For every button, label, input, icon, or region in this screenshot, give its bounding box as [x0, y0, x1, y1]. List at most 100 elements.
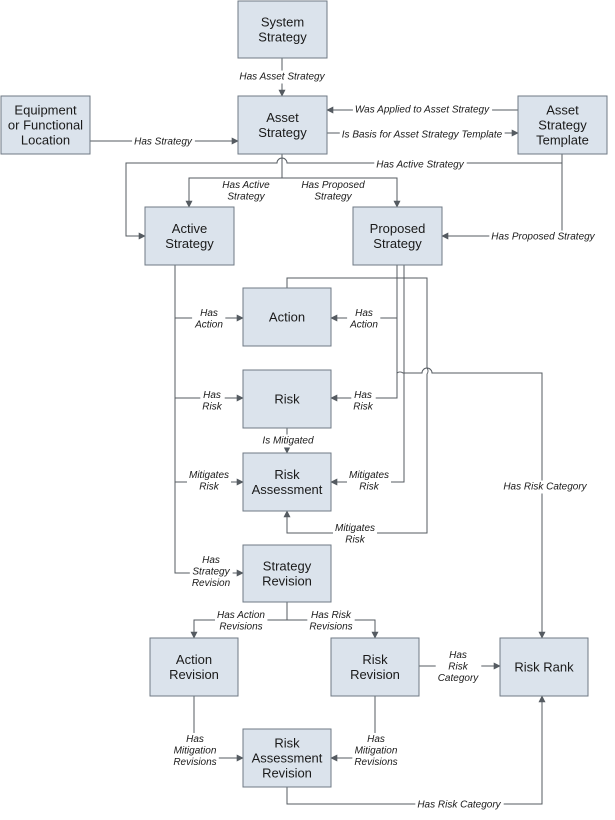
node-label: Risk [274, 736, 300, 751]
edge-has-active-strategy [185, 154, 283, 208]
node-label: Strategy [258, 30, 307, 45]
node-label: Risk [362, 652, 388, 667]
edge-label: Strategy [192, 567, 230, 578]
edge-label: Risk [345, 534, 365, 545]
node-box [242, 287, 332, 347]
edge-label: Revisions [219, 621, 262, 632]
edge-label-background [132, 135, 195, 149]
edge-label-has-asset-strategy: Has Asset Strategy [237, 70, 328, 84]
edge-label-background [352, 103, 493, 117]
edge-mitigates-risk-right [330, 265, 405, 486]
edge-label: Was Applied to Asset Strategy [355, 105, 490, 116]
edge-label: Revisions [354, 757, 397, 768]
edge-label: Mitigation [174, 746, 217, 757]
edge-label: Strategy [227, 191, 265, 202]
edge-label: Action [349, 319, 378, 330]
edge-label-has-active-strategy-top: Has Active Strategy [374, 158, 467, 172]
edge-label: Has [449, 650, 467, 661]
node-label: Assessment [252, 751, 323, 766]
node-box [499, 637, 589, 697]
edge-line [396, 367, 546, 639]
node-label: Risk [274, 467, 300, 482]
node-label: Strategy [538, 118, 587, 133]
node-box [242, 452, 332, 512]
edge-line [283, 277, 429, 534]
edge-label: Has Action [217, 610, 265, 621]
node-action[interactable]: Action [242, 287, 332, 347]
edge-label-background [192, 306, 226, 332]
edge-label-background [299, 178, 368, 204]
edge-label: Has Proposed Strategy [491, 232, 595, 243]
edge-label-has-risk-category-bottom: Has Risk Category [415, 798, 504, 812]
edge-line [125, 154, 563, 240]
node-box [242, 728, 332, 788]
node-label: Risk Rank [514, 660, 574, 675]
edge-label-has-risk-category-right: Has Risk Category [501, 480, 590, 494]
edge-label: Risk [448, 662, 468, 673]
edge-line [185, 154, 283, 208]
node-box [237, 0, 328, 59]
node-label: Location [21, 133, 70, 148]
edge-label: Has [186, 734, 204, 745]
node-label: Strategy [373, 236, 422, 251]
node-label: Asset [266, 110, 299, 125]
node-risk[interactable]: Risk [242, 369, 332, 429]
node-label: Action [269, 310, 305, 325]
edge-label: Revisions [309, 621, 352, 632]
node-box [330, 637, 420, 697]
edge-label: Has Risk Category [417, 800, 501, 811]
edge-label: Is Mitigated [262, 436, 314, 447]
edge-has-risk-category-right [396, 367, 546, 639]
edge-label: Has [355, 308, 373, 319]
node-label: Revision [262, 574, 312, 589]
node-box [242, 369, 332, 429]
edge-label: Has Active Strategy [376, 160, 464, 171]
edge-label-background [351, 388, 376, 414]
edge-label-background [332, 521, 378, 547]
edge-label: Action [194, 319, 223, 330]
edge-label-background [171, 733, 219, 769]
edge-label: Revisions [173, 757, 216, 768]
edge-label: Has [203, 390, 221, 401]
edge-line [282, 177, 401, 208]
node-risk-rank[interactable]: Risk Rank [499, 637, 589, 697]
edge-label: Mitigates [335, 523, 375, 534]
edge-has-risk-category-bottom [286, 695, 546, 805]
node-label: Revision [350, 667, 400, 682]
edge-label-background [415, 798, 504, 812]
edge-label-background [237, 70, 328, 84]
node-label: Action [176, 652, 212, 667]
edge-label-background [260, 434, 317, 448]
edge-label: Is Basis for Asset Strategy Template [342, 130, 503, 141]
edge-label: Risk [359, 481, 379, 492]
node-label: Revision [169, 667, 219, 682]
edge-label-background [346, 468, 392, 494]
node-label: Strategy [165, 236, 214, 251]
edge-label: Mitigation [355, 746, 398, 757]
edge-label-background [489, 230, 598, 244]
node-label: Revision [262, 766, 312, 781]
node-label: System [261, 15, 304, 30]
